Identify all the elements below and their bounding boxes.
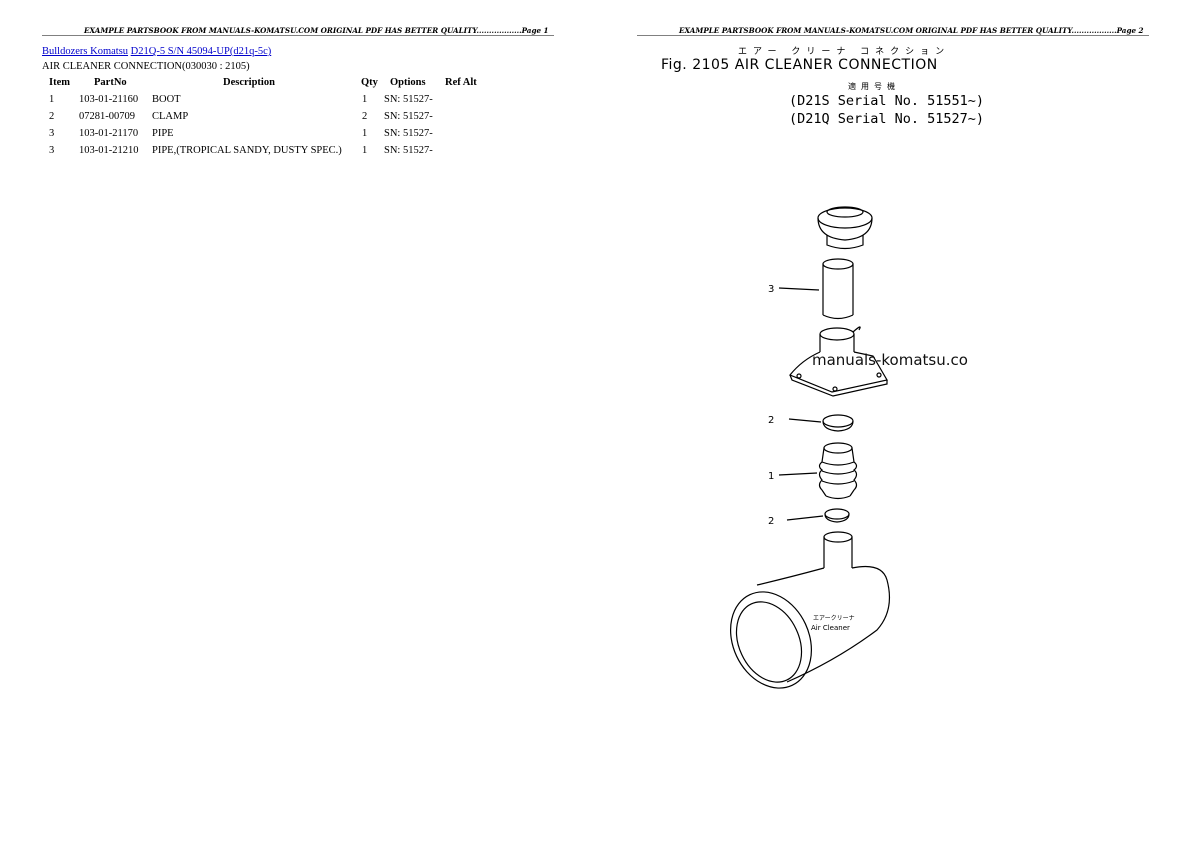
column-header-description: Description (223, 77, 275, 88)
column-header-options: Options (390, 77, 426, 88)
air-cleaner-body (729, 531, 890, 689)
table-row: 3 103-01-21210 PIPE,(TROPICAL SANDY, DUS… (42, 145, 562, 162)
column-header-partno: PartNo (94, 77, 127, 88)
pipe-part (822, 258, 854, 320)
watermark: manuals-komatsu.co (812, 351, 968, 369)
callout-2-top: 2 (768, 415, 774, 426)
air-intake-cap (817, 206, 873, 250)
callout-2-bottom: 2 (768, 516, 774, 527)
row-qty: 1 (362, 145, 368, 156)
row-partno: 103-01-21170 (79, 128, 139, 139)
row-description: BOOT (152, 94, 181, 105)
callout-leaders (778, 287, 824, 521)
column-header-item: Item (49, 77, 70, 88)
row-partno: 07281-00709 (79, 111, 135, 122)
row-partno: 103-01-21210 (79, 145, 139, 156)
row-item: 2 (49, 111, 55, 122)
clamp-part (824, 508, 850, 523)
row-options: SN: 51527- (384, 128, 433, 139)
table-row: 2 07281-00709 CLAMP 2 SN: 51527- (42, 111, 562, 128)
row-item: 1 (49, 94, 55, 105)
row-partno: 103-01-21160 (79, 94, 139, 105)
table-row: 3 103-01-21170 PIPE 1 SN: 51527- (42, 128, 562, 145)
serial-line-d21s: (D21S Serial No. 51551~) (789, 93, 985, 109)
section-title: AIR CLEANER CONNECTION(030030 : 2105) (42, 61, 250, 72)
callout-3: 3 (768, 284, 774, 295)
row-options: SN: 51527- (384, 94, 433, 105)
clamp-part (822, 414, 854, 432)
row-description: CLAMP (152, 111, 189, 122)
row-qty: 1 (362, 94, 368, 105)
page2-header: EXAMPLE PARTSBOOK FROM MANUALS-KOMATSU.C… (679, 26, 1144, 35)
row-description: PIPE,(TROPICAL SANDY, DUSTY SPEC.) (152, 145, 342, 156)
table-row: 1 103-01-21160 BOOT 1 SN: 51527- (42, 94, 562, 111)
row-options: SN: 51527- (384, 145, 433, 156)
breadcrumb: Bulldozers Komatsu D21Q-5 S/N 45094-UP(d… (42, 46, 271, 57)
air-cleaner-label-jp: エアークリーナ (813, 615, 855, 622)
breadcrumb-link-model[interactable]: D21Q-5 S/N 45094-UP(d21q-5c) (130, 46, 272, 57)
row-qty: 2 (362, 111, 368, 122)
figure-title: Fig. 2105 AIR CLEANER CONNECTION (661, 57, 938, 73)
breadcrumb-link-bulldozers[interactable]: Bulldozers Komatsu (42, 46, 129, 57)
serial-heading-jp: 適用号機 (848, 82, 900, 91)
page1-header: EXAMPLE PARTSBOOK FROM MANUALS-KOMATSU.C… (84, 26, 549, 35)
flange-base (789, 326, 888, 397)
row-item: 3 (49, 145, 55, 156)
row-qty: 1 (362, 128, 368, 139)
row-options: SN: 51527- (384, 111, 433, 122)
row-description: PIPE (152, 128, 174, 139)
serial-line-d21q: (D21Q Serial No. 51527~) (789, 111, 985, 127)
exploded-parts-diagram: 3 2 1 2 エアークリーナ Air Cleaner (729, 206, 890, 689)
column-header-qty: Qty (361, 77, 378, 88)
page1-header-rule (42, 35, 554, 36)
air-cleaner-label: Air Cleaner (811, 624, 850, 632)
figure-title-jp: エアー クリーナ コネクション (738, 47, 951, 57)
boot-part (818, 442, 858, 500)
column-header-ref-alt: Ref Alt (445, 77, 477, 88)
table-header-row: Item PartNo Description Qty Options Ref … (42, 77, 562, 94)
page2-header-rule (637, 35, 1149, 36)
callout-1: 1 (768, 471, 774, 482)
parts-table: Item PartNo Description Qty Options Ref … (42, 77, 562, 162)
row-item: 3 (49, 128, 55, 139)
